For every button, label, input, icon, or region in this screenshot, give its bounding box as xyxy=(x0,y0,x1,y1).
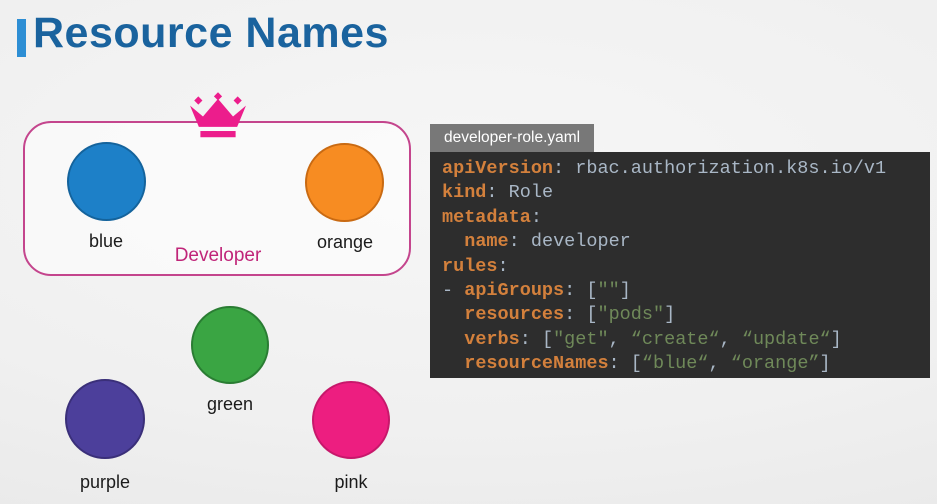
code-tab: developer-role.yaml xyxy=(430,124,595,152)
code-line: apiVersion: rbac.authorization.k8s.io/v1 xyxy=(442,158,887,179)
pod-circle-pink xyxy=(312,381,390,459)
pod-circle-blue xyxy=(67,142,146,221)
pod-circle-purple xyxy=(65,379,145,459)
group-label: Developer xyxy=(174,245,262,266)
pod-circle-orange xyxy=(305,143,384,222)
code-line: metadata: xyxy=(442,206,542,228)
title-accent-bar xyxy=(17,19,26,57)
crown-icon xyxy=(189,91,247,141)
code-block: apiVersion: rbac.authorization.k8s.io/v1… xyxy=(430,152,930,378)
code-content: apiVersion: rbac.authorization.k8s.io/v1… xyxy=(442,157,930,377)
pod-circle-green xyxy=(191,306,269,384)
code-line: rules: xyxy=(442,255,509,277)
pod-label-purple: purple xyxy=(79,472,131,492)
code-line: - apiGroups: [""] xyxy=(442,279,631,301)
code-line: kind: Role xyxy=(442,182,554,204)
pod-label-orange: orange xyxy=(316,232,374,252)
code-line: resources: ["pods"] xyxy=(464,304,676,326)
pod-label-green: green xyxy=(206,394,254,414)
code-line: resourceNames: [“blue“, “orange”] xyxy=(464,353,831,375)
code-line: name: developer xyxy=(464,231,631,253)
code-tab-label: developer-role.yaml xyxy=(444,129,581,146)
pod-label-blue: blue xyxy=(88,231,124,251)
page-title: Resource Names xyxy=(33,9,389,57)
code-line: verbs: ["get", “create“, “update“] xyxy=(464,328,842,350)
pod-label-pink: pink xyxy=(334,472,368,492)
